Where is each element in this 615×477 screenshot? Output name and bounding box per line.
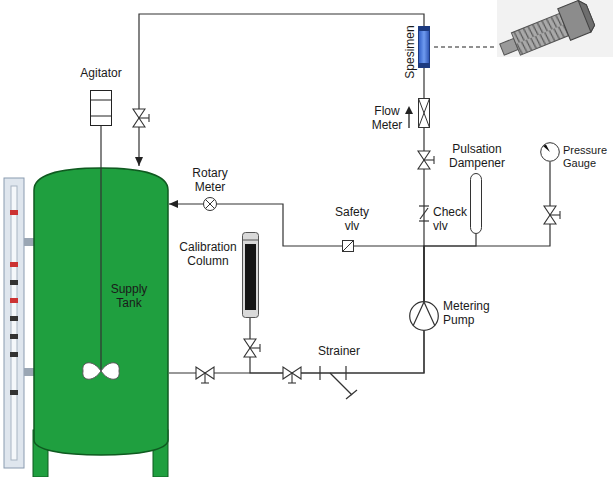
component-label: Rotary Meter bbox=[186, 166, 234, 194]
component-label: Pulsation Dampener bbox=[443, 142, 511, 170]
component-label: Calibration Column bbox=[176, 240, 240, 268]
rotary-meter-shape bbox=[203, 197, 217, 211]
supply-tank: Supply Tank bbox=[33, 166, 169, 456]
safety-valve: Safety vlv bbox=[342, 240, 354, 252]
calibration-column: Calibration Column bbox=[242, 232, 259, 318]
rotary-meter: Rotary Meter bbox=[203, 197, 217, 211]
valve-label: Check vlv bbox=[433, 205, 473, 233]
metering-pump-shape bbox=[409, 301, 439, 331]
component-label: Supply Tank bbox=[106, 282, 152, 310]
level-gauge bbox=[4, 178, 34, 468]
pressure-gauge-shape bbox=[540, 142, 560, 162]
pipe-line bbox=[354, 246, 424, 301]
flow-meter: Flow Meter bbox=[418, 98, 430, 128]
component-label: Safety vlv bbox=[328, 205, 376, 233]
agitator-motor: Agitator bbox=[90, 90, 112, 126]
flow-meter-shape bbox=[418, 98, 430, 128]
supply-tank-shape bbox=[33, 166, 169, 456]
leader-line bbox=[434, 46, 497, 47]
component-label: Flow Meter bbox=[368, 104, 406, 132]
component-label: Spesimen bbox=[402, 25, 416, 78]
calibration-column-shape bbox=[242, 232, 259, 318]
pressure-gauge: Pressure Gauge bbox=[540, 142, 560, 162]
check-valve-symbol bbox=[419, 206, 429, 221]
pulsation-dampener: Pulsation Dampener bbox=[470, 173, 482, 234]
pipe-line bbox=[250, 318, 424, 373]
metering-pump: Metering Pump bbox=[409, 301, 439, 331]
agitator-motor-shape bbox=[90, 90, 112, 126]
flow-arrow bbox=[405, 106, 413, 128]
pipe-line bbox=[139, 14, 424, 166]
component-label: Agitator bbox=[60, 66, 142, 80]
valves bbox=[133, 109, 560, 383]
component-label: Pressure Gauge bbox=[563, 144, 609, 170]
pulsation-dampener-shape bbox=[470, 173, 482, 234]
pipe-line bbox=[424, 234, 476, 301]
safety-valve-shape bbox=[342, 240, 354, 252]
specimen-holder: Spesimen bbox=[418, 26, 430, 68]
pipe-line bbox=[169, 331, 424, 373]
component-label: Metering Pump bbox=[443, 299, 497, 327]
specimen-holder-shape bbox=[418, 26, 430, 68]
pipe-line bbox=[217, 204, 342, 246]
part-label: Strainer bbox=[318, 344, 368, 358]
pipe-line bbox=[169, 203, 203, 204]
pipe-line bbox=[424, 162, 550, 301]
pipe-line bbox=[423, 68, 424, 98]
agitator-shaft bbox=[100, 126, 101, 168]
specimen-picture bbox=[496, 0, 613, 65]
strainer-symbol bbox=[320, 366, 357, 399]
